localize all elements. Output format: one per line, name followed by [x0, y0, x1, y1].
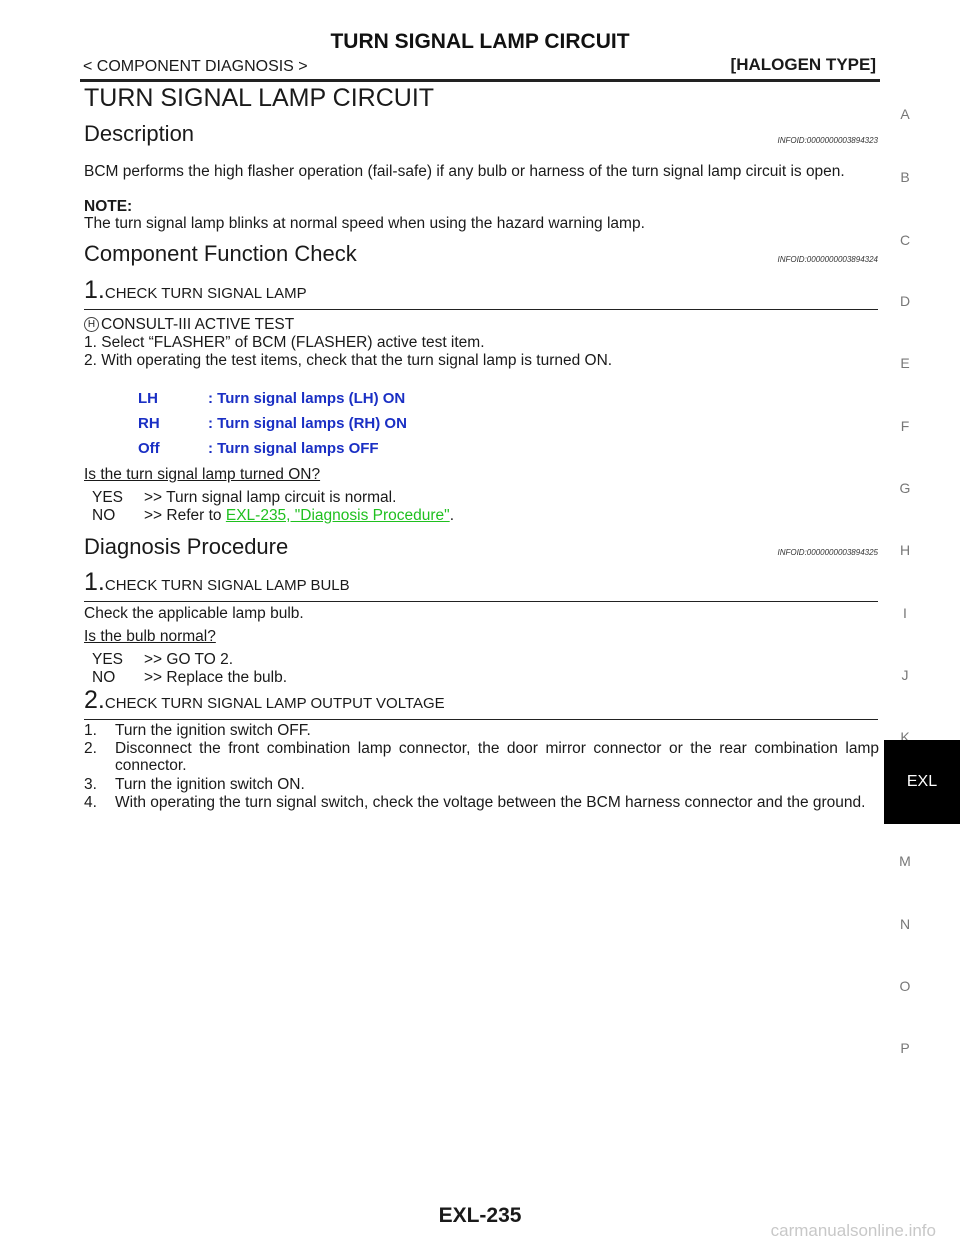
answer-key: NO: [92, 669, 116, 686]
answer-no: NO >> Replace the bulb.: [92, 669, 287, 687]
answer-text: >> Replace the bulb.: [144, 669, 288, 686]
spec-row: Off : Turn signal lamps OFF: [138, 440, 379, 457]
sidebar-letter-p[interactable]: P: [900, 1040, 910, 1056]
sidebar-letter-k[interactable]: K: [900, 729, 910, 745]
diagnosis-infoid: INFOID:0000000003894325: [777, 548, 878, 557]
step-title: CHECK TURN SIGNAL LAMP BULB: [104, 577, 350, 594]
description-infoid: INFOID:0000000003894323: [777, 136, 878, 145]
item-number: 1.: [84, 722, 97, 739]
page-header-title: TURN SIGNAL LAMP CIRCUIT: [330, 30, 630, 53]
description-heading: Description: [84, 121, 195, 146]
step-title: CHECK TURN SIGNAL LAMP: [104, 285, 307, 302]
spec-row: RH : Turn signal lamps (RH) ON: [138, 415, 407, 432]
check-bulb-text: Check the applicable lamp bulb.: [84, 605, 304, 622]
variant-label: [HALOGEN TYPE]: [730, 55, 876, 74]
item-number: 4.: [84, 794, 97, 811]
function-check-infoid: INFOID:0000000003894324: [777, 255, 878, 264]
item-text: Turn the ignition switch ON.: [115, 776, 305, 793]
sidebar-letter-b[interactable]: B: [900, 169, 910, 185]
spec-value: : Turn signal lamps OFF: [208, 440, 379, 457]
sidebar-letter-a[interactable]: A: [900, 106, 910, 122]
answer-text: >> Refer to: [144, 507, 226, 524]
breadcrumb: < COMPONENT DIAGNOSIS >: [83, 58, 308, 75]
spec-key: LH: [138, 390, 158, 407]
instruction-item: 1. Select “FLASHER” of BCM (FLASHER) act…: [84, 334, 485, 351]
item-text: Turn the ignition switch OFF.: [115, 722, 311, 739]
sidebar-letter-d[interactable]: D: [899, 293, 911, 309]
spec-key: Off: [138, 440, 160, 457]
item-number: 3.: [84, 776, 97, 793]
answer-yes: YES >> Turn signal lamp circuit is normal…: [92, 489, 396, 507]
diagnosis-procedure-link[interactable]: EXL-235, "Diagnosis Procedure": [225, 507, 450, 524]
step-title: CHECK TURN SIGNAL LAMP OUTPUT VOLTAGE: [104, 695, 445, 712]
page-number: EXL-235: [438, 1204, 522, 1227]
instruction-item: 2. With operating the test items, check …: [84, 352, 613, 369]
answer-suffix: .: [449, 507, 454, 524]
sidebar-letter-n[interactable]: N: [899, 916, 911, 932]
answer-key: NO: [92, 507, 116, 524]
sidebar-letter-f[interactable]: F: [900, 418, 910, 434]
diagnosis-heading: Diagnosis Procedure: [84, 534, 289, 559]
step-header-check-bulb: 1.CHECK TURN SIGNAL LAMP BULB: [84, 568, 878, 602]
item-text: Disconnect the front combination lamp co…: [115, 740, 879, 774]
sidebar-letter-c[interactable]: C: [899, 232, 911, 248]
consult-tool-icon: H: [84, 317, 99, 333]
step-header-check-output-voltage: 2.CHECK TURN SIGNAL LAMP OUTPUT VOLTAGE: [84, 686, 878, 720]
sidebar-active-section[interactable]: EXL: [884, 740, 960, 824]
step-number: 1.: [84, 568, 105, 596]
spec-row: LH : Turn signal lamps (LH) ON: [138, 390, 405, 407]
step-number: 2.: [84, 686, 105, 714]
note-label: NOTE:: [84, 198, 133, 215]
sidebar-letter-i[interactable]: I: [903, 605, 907, 621]
spec-value: : Turn signal lamps (LH) ON: [208, 390, 406, 407]
step-header-check-turn-signal-lamp: 1.CHECK TURN SIGNAL LAMP: [84, 276, 878, 310]
item-number: 2.: [84, 740, 97, 757]
sidebar-letter-h[interactable]: H: [899, 542, 911, 558]
sidebar-letter-e[interactable]: E: [900, 355, 910, 371]
spec-key: RH: [138, 415, 160, 432]
sidebar-letter-j[interactable]: J: [901, 667, 909, 683]
answer-yes: YES >> GO TO 2.: [92, 651, 233, 669]
answer-key: YES: [92, 489, 124, 506]
item-text: With operating the turn signal switch, c…: [115, 794, 866, 811]
question-lamp-on: Is the turn signal lamp turned ON?: [84, 466, 321, 483]
answer-text: >> Turn signal lamp circuit is normal.: [144, 489, 397, 506]
function-check-heading: Component Function Check: [84, 241, 357, 266]
section-title: TURN SIGNAL LAMP CIRCUIT: [84, 84, 435, 112]
note-text: The turn signal lamp blinks at normal sp…: [84, 215, 645, 232]
question-bulb-normal: Is the bulb normal?: [84, 628, 216, 645]
answer-no: NO >> Refer to EXL-235, "Diagnosis Proced…: [92, 507, 454, 525]
consult-tool-label: CONSULT-III ACTIVE TEST: [101, 316, 295, 333]
answer-key: YES: [92, 651, 124, 668]
answer-text: >> GO TO 2.: [144, 651, 234, 668]
header-divider: [80, 79, 880, 82]
spec-value: : Turn signal lamps (RH) ON: [208, 415, 407, 432]
sidebar-letter-g[interactable]: G: [899, 480, 911, 496]
description-text: BCM performs the high flasher operation …: [84, 163, 845, 180]
sidebar-letter-o[interactable]: O: [899, 978, 911, 994]
step-number: 1.: [84, 276, 105, 304]
sidebar-letter-m[interactable]: M: [899, 853, 911, 869]
watermark: carmanualsonline.info: [770, 1221, 936, 1240]
